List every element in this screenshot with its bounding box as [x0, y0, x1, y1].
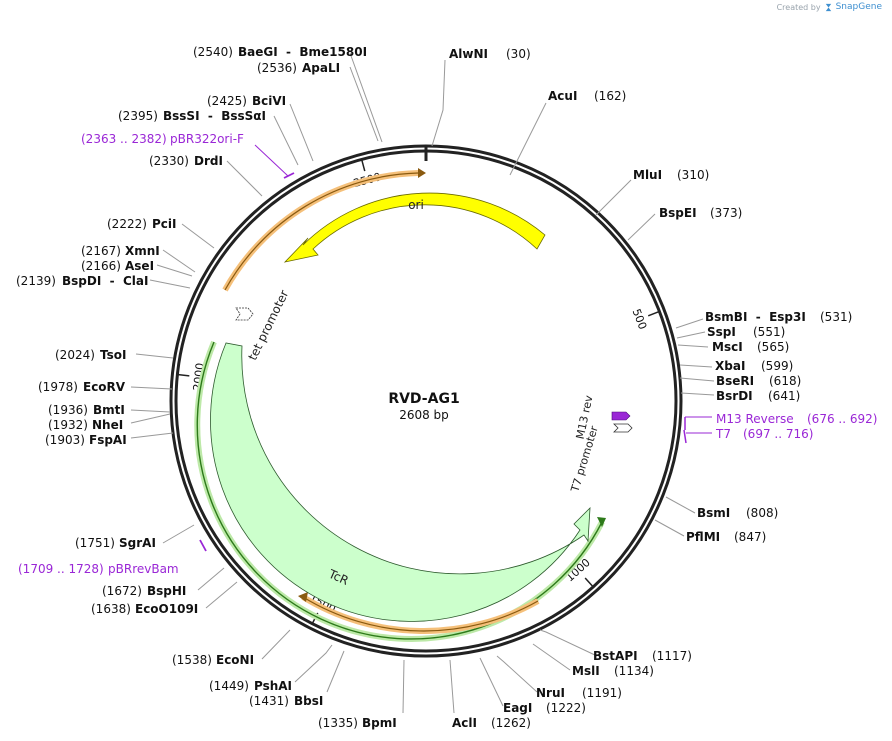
enzyme-acli: AclI(1262)	[452, 716, 531, 730]
orf-arcs	[194, 168, 606, 642]
orf-arc-bottom-line	[302, 596, 539, 632]
enzyme-drdi: (2330)DrdI	[149, 154, 223, 168]
enzyme-msci: MscI(565)	[712, 340, 789, 354]
enzyme-xmni: (2167)XmnI	[81, 244, 160, 258]
enzyme-nrui: NruI(1191)	[536, 686, 622, 700]
enzyme-bsssi-bsssai: (2395)BssSI - BssSαI	[118, 109, 266, 123]
enzyme-pcii: (2222)PciI	[107, 217, 177, 231]
enzyme-xbai: XbaI(599)	[715, 359, 793, 373]
enzyme-sspi: SspI(551)	[707, 325, 785, 339]
feature-tcr	[210, 342, 591, 622]
scale-tick	[361, 160, 366, 172]
enzyme-baegi-bme1580i: (2540)BaeGI - Bme1580I	[193, 45, 367, 59]
plasmid-size: 2608 bp	[399, 408, 449, 422]
primer-mark-t7	[683, 429, 687, 444]
enzyme-bspdi-clai: (2139)BspDI - ClaI	[16, 274, 148, 288]
orf-arc-top-line	[224, 172, 419, 291]
orf-arc-tcr-line	[196, 341, 603, 640]
enzyme-mlui: MluI(310)	[633, 168, 709, 182]
feature-t7-promoter-label: T7 promoter	[568, 424, 601, 494]
enzyme-bcivi: (2425)BciVI	[207, 94, 286, 108]
enzyme-bbsi: (1431)BbsI	[249, 694, 323, 708]
snapgene-logo-icon	[825, 3, 831, 11]
primer-lead-pbr322ori	[254, 144, 289, 177]
enzyme-bsrdi: BsrDI(641)	[716, 389, 800, 403]
enzyme-bsmi: BsmI(808)	[697, 506, 778, 520]
enzyme-tsoi: (2024)TsoI	[55, 348, 126, 362]
enzyme-ecoo109i: (1638)EcoO109I	[91, 602, 198, 616]
enzyme-leader-lines	[130, 52, 715, 714]
enzyme-alwni: AlwNI(30)	[449, 47, 531, 61]
scale-tick-label: 500	[630, 307, 650, 331]
enzyme-fspai: (1903)FspAI	[45, 433, 127, 447]
orf-arc-bottom-head	[298, 592, 308, 602]
enzyme-eagi: EagI(1222)	[503, 701, 586, 715]
enzyme-pshai: (1449)PshAI	[209, 679, 292, 693]
credit-brand: SnapGene	[835, 2, 882, 12]
feature-ori	[283, 192, 546, 263]
feature-t7-promoter	[613, 423, 633, 433]
enzyme-econi: (1538)EcoNI	[172, 653, 254, 667]
primer-pbrrevbam: (1709 .. 1728)pBRrevBam	[18, 562, 179, 576]
enzyme-apali: (2536)ApaLI	[257, 61, 340, 75]
enzyme-bseri: BseRI(618)	[716, 374, 801, 388]
feature-m13-rev	[611, 411, 631, 421]
enzyme-nhei: (1932)NheI	[48, 418, 123, 432]
enzyme-pflmi: PflMI(847)	[686, 530, 766, 544]
enzyme-bsmbi-esp3i: BsmBI - Esp3I(531)	[705, 310, 852, 324]
orf-arc-tcr-head	[597, 517, 606, 527]
scale-tick	[584, 577, 594, 587]
primer-mark-pbrrevbam	[199, 539, 207, 552]
enzyme-ecorv: (1978)EcoRV	[38, 380, 126, 394]
primer-mark-pbr322ori	[283, 172, 295, 179]
orf-arc-top-head	[418, 168, 426, 178]
snapgene-credit: Created by SnapGene	[777, 2, 882, 12]
enzyme-bspei: BspEI(373)	[659, 206, 742, 220]
feature-tet-promoter-label: tet promoter	[245, 288, 291, 363]
credit-prefix: Created by	[776, 2, 821, 12]
primer-m13-reverse: M13 Reverse(676 .. 692)	[716, 412, 877, 426]
enzyme-sgrai: (1751)SgrAI	[75, 536, 156, 550]
plasmid-name: RVD-AG1	[388, 391, 459, 407]
enzyme-asei: (2166)AseI	[81, 259, 154, 273]
feature-ori-label: ori	[408, 198, 424, 212]
feature-tet-promoter	[235, 307, 254, 321]
enzyme-msli: MslI(1134)	[572, 664, 654, 678]
primer-pbr322ori-f: (2363 .. 2382)pBR322ori-F	[81, 132, 244, 146]
enzyme-bsphi: (1672)BspHI	[102, 584, 186, 598]
scale-tick	[647, 311, 659, 317]
enzyme-bmti: (1936)BmtI	[48, 403, 125, 417]
enzyme-acui: AcuI(162)	[548, 89, 626, 103]
enzyme-bpmi: (1335)BpmI	[318, 716, 397, 730]
scale-tick	[178, 373, 190, 377]
primer-t7: T7(697 .. 716)	[715, 427, 813, 441]
enzyme-bstapi: BstAPI(1117)	[593, 649, 692, 663]
